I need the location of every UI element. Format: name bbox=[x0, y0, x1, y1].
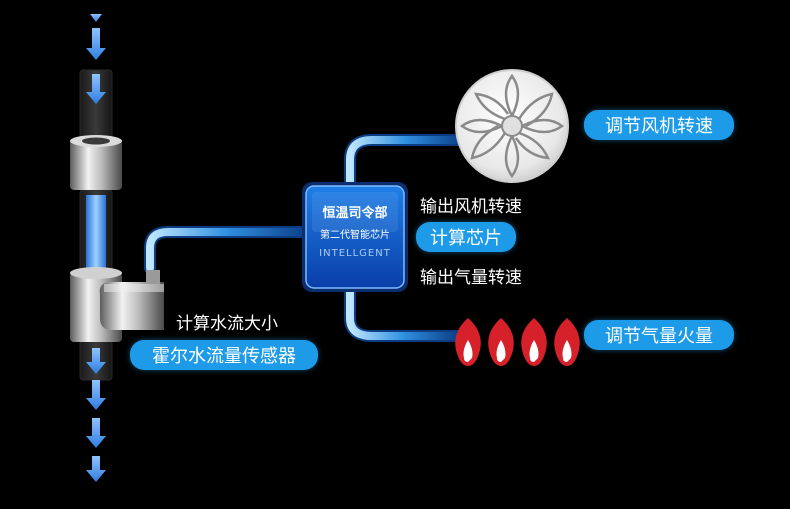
chip-brand: INTELLGENT bbox=[319, 248, 391, 259]
fan-control-label: 调节风机转速 bbox=[584, 110, 734, 140]
compute-chip-label: 计算芯片 bbox=[416, 222, 516, 252]
flow-arrows bbox=[86, 14, 106, 482]
compute-water-flow-label: 计算水流大小 bbox=[176, 314, 278, 334]
chip-title: 恒温司令部 bbox=[322, 206, 388, 221]
connection-pipes bbox=[144, 134, 468, 342]
chip: 恒温司令部 第二代智能芯片 INTELLGENT bbox=[306, 186, 404, 288]
output-fan-speed-label: 输出风机转速 bbox=[420, 197, 522, 217]
chip-subtitle: 第二代智能芯片 bbox=[320, 230, 390, 241]
water-pipe bbox=[70, 69, 164, 381]
output-gas-speed-label: 输出气量转速 bbox=[420, 268, 522, 288]
fan-icon bbox=[455, 69, 569, 183]
chip-body bbox=[302, 182, 408, 292]
flame-icons bbox=[455, 318, 580, 366]
hall-sensor-label: 霍尔水流量传感器 bbox=[130, 340, 318, 370]
gas-fire-control-label: 调节气量火量 bbox=[584, 320, 734, 350]
